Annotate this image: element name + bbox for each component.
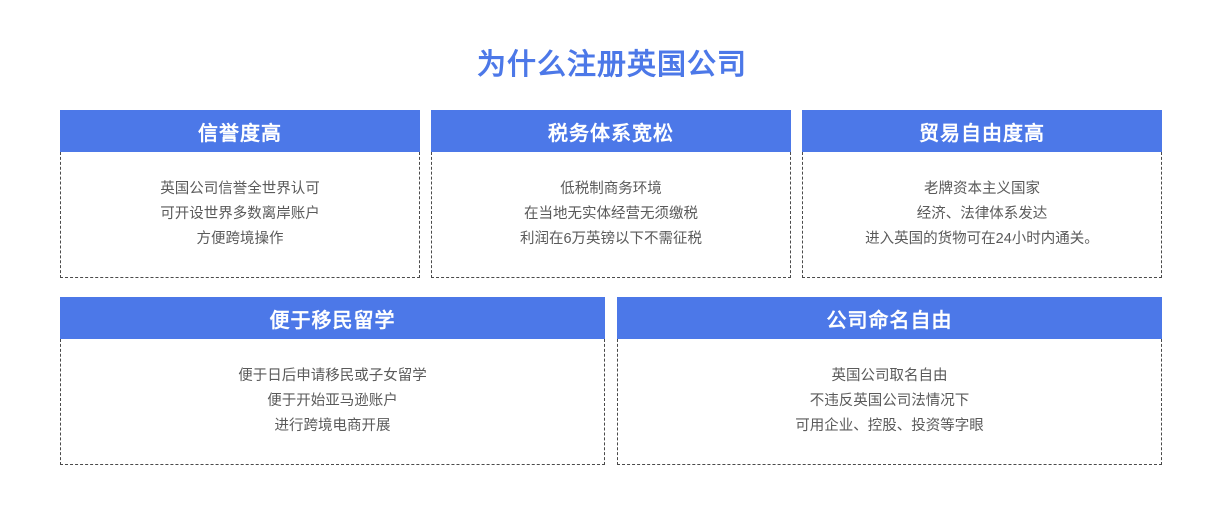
card-immigration-study: 便于移民留学 便于日后申请移民或子女留学 便于开始亚马逊账户 进行跨境电商开展 <box>60 297 605 465</box>
card-body-trade-freedom: 老牌资本主义国家 经济、法律体系发达 进入英国的货物可在24小时内通关。 <box>802 152 1162 278</box>
card-body-reputation: 英国公司信誉全世界认可 可开设世界多数离岸账户 方便跨境操作 <box>60 152 420 278</box>
card-line: 英国公司取名自由 <box>831 368 948 384</box>
card-line: 不违反英国公司法情况下 <box>809 393 970 409</box>
card-line: 英国公司信誉全世界认可 <box>160 181 320 197</box>
card-header-reputation: 信誉度高 <box>60 110 420 152</box>
card-naming-freedom: 公司命名自由 英国公司取名自由 不违反英国公司法情况下 可用企业、控股、投资等字… <box>617 297 1162 465</box>
card-line: 在当地无实体经营无须缴税 <box>524 206 698 222</box>
card-line: 方便跨境操作 <box>196 231 284 247</box>
card-body-immigration-study: 便于日后申请移民或子女留学 便于开始亚马逊账户 进行跨境电商开展 <box>60 339 605 465</box>
card-line: 便于日后申请移民或子女留学 <box>238 368 427 384</box>
card-line: 可用企业、控股、投资等字眼 <box>795 418 984 434</box>
card-line: 经济、法律体系发达 <box>916 206 1048 222</box>
card-row-top: 信誉度高 英国公司信誉全世界认可 可开设世界多数离岸账户 方便跨境操作 税务体系… <box>60 110 1162 278</box>
card-line: 进行跨境电商开展 <box>274 418 391 434</box>
card-body-naming-freedom: 英国公司取名自由 不违反英国公司法情况下 可用企业、控股、投资等字眼 <box>617 339 1162 465</box>
card-line: 可开设世界多数离岸账户 <box>160 206 320 222</box>
card-line: 进入英国的货物可在24小时内通关。 <box>865 231 1099 247</box>
card-header-tax-system: 税务体系宽松 <box>431 110 791 152</box>
card-header-naming-freedom: 公司命名自由 <box>617 297 1162 339</box>
card-trade-freedom: 贸易自由度高 老牌资本主义国家 经济、法律体系发达 进入英国的货物可在24小时内… <box>802 110 1162 278</box>
card-header-trade-freedom: 贸易自由度高 <box>802 110 1162 152</box>
card-reputation: 信誉度高 英国公司信誉全世界认可 可开设世界多数离岸账户 方便跨境操作 <box>60 110 420 278</box>
card-line: 老牌资本主义国家 <box>924 181 1040 197</box>
card-body-tax-system: 低税制商务环境 在当地无实体经营无须缴税 利润在6万英镑以下不需征税 <box>431 152 791 278</box>
page-title: 为什么注册英国公司 <box>476 49 747 81</box>
card-line: 利润在6万英镑以下不需征税 <box>519 231 703 247</box>
card-line: 低税制商务环境 <box>560 181 662 197</box>
card-row-bottom: 便于移民留学 便于日后申请移民或子女留学 便于开始亚马逊账户 进行跨境电商开展 … <box>60 297 1162 465</box>
card-line: 便于开始亚马逊账户 <box>267 393 398 409</box>
card-tax-system: 税务体系宽松 低税制商务环境 在当地无实体经营无须缴税 利润在6万英镑以下不需征… <box>431 110 791 278</box>
card-header-immigration-study: 便于移民留学 <box>60 297 605 339</box>
